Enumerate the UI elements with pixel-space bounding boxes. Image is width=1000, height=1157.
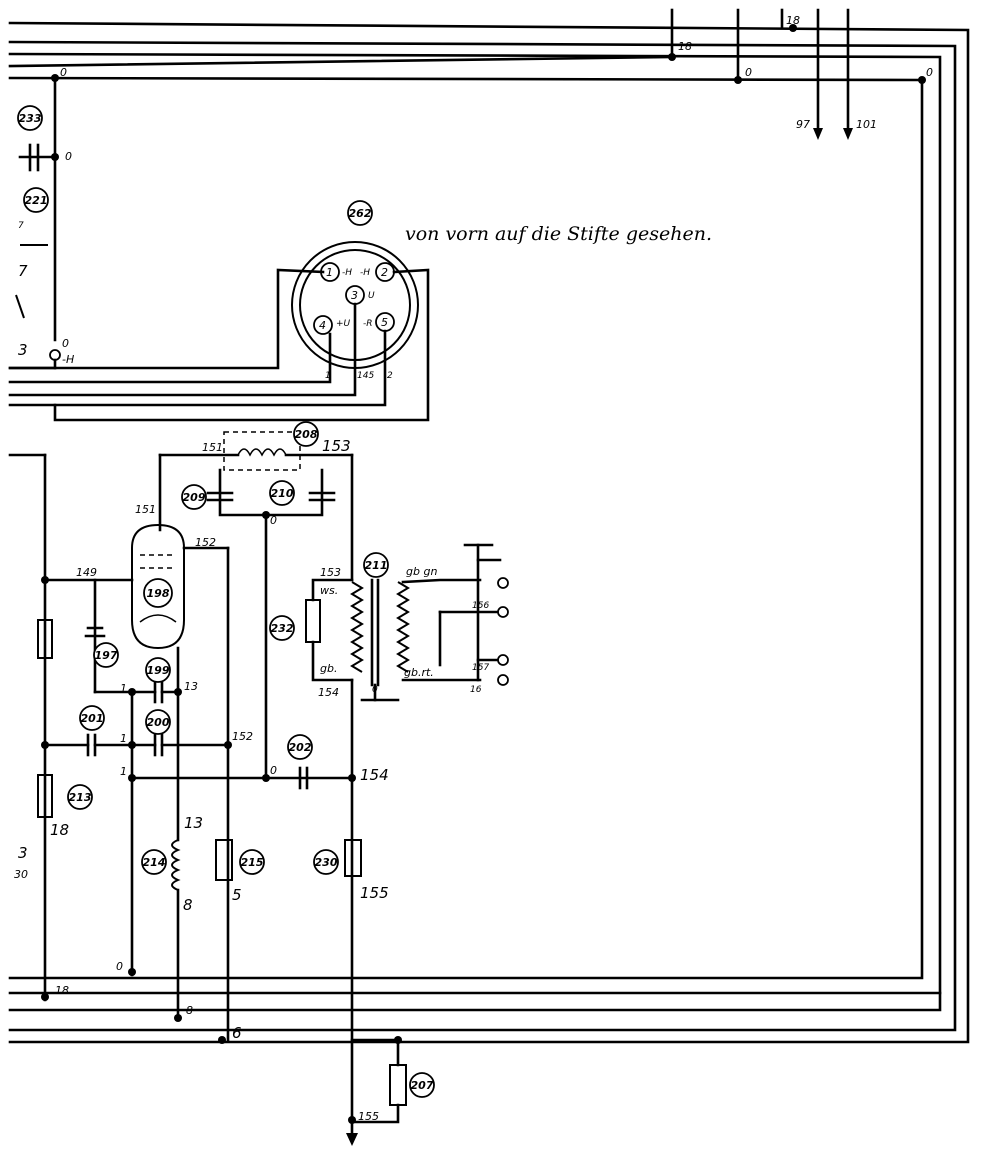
ref-230: 230 xyxy=(315,856,338,869)
ref-214: 214 xyxy=(143,856,166,869)
label-ws: ws. xyxy=(320,584,338,597)
ref-208: 208 xyxy=(295,428,318,441)
ref-201: 201 xyxy=(81,712,104,725)
label-h: -H xyxy=(62,353,74,366)
ref-199: 199 xyxy=(147,664,170,677)
label-5: 5 xyxy=(232,886,242,904)
label-149: 149 xyxy=(76,566,97,579)
ref-232: 232 xyxy=(271,622,294,635)
label-101: 101 xyxy=(856,118,877,131)
label-3a: 3 xyxy=(18,341,28,359)
label-155: 155 xyxy=(360,884,389,902)
pin-mark-2: -H xyxy=(360,268,370,278)
label-157: 157 xyxy=(472,663,489,673)
ref-197: 197 xyxy=(95,649,118,662)
label-154b: 154 xyxy=(360,766,389,784)
label-1-c: 1 xyxy=(120,765,127,778)
label-16: 16 xyxy=(470,685,482,695)
label-7a: 7 xyxy=(18,221,24,231)
pin-4: 4 xyxy=(319,319,326,332)
label-0-f: 0 xyxy=(270,514,277,527)
label-8a: 8 xyxy=(183,896,193,914)
pin-mark-1: -H xyxy=(342,268,352,278)
label-155-bottom: 155 xyxy=(358,1110,379,1123)
socket-pin-labels: 1 2 3 4 5 -H -H U +U -R 1 145 2 xyxy=(319,266,393,381)
pin-mark-4: +U xyxy=(336,319,351,329)
wire-label-1: 1 xyxy=(325,371,331,381)
label-151b: 151 xyxy=(135,503,156,516)
grid-network xyxy=(84,578,354,977)
pin-2: 2 xyxy=(381,266,388,279)
label-1-a: 1 xyxy=(120,682,127,695)
pin-mark-3: U xyxy=(368,291,375,301)
ref-198: 198 xyxy=(147,587,170,600)
reference-labels: 233 221 262 208 209 210 198 197 199 200 … xyxy=(19,112,434,1092)
pin-mark-5: -R xyxy=(363,319,373,329)
label-156: 156 xyxy=(472,601,489,611)
label-0-c: 0 xyxy=(60,66,67,79)
label-18-bottom: 18 xyxy=(55,984,69,997)
choke-and-r215 xyxy=(171,839,233,1044)
left-column xyxy=(8,453,134,1002)
socket-view-note: von vorn auf die Stifte gesehen. xyxy=(405,223,712,245)
label-13-b: 13 xyxy=(184,814,203,832)
label-152a: 152 xyxy=(195,536,216,549)
label-0-g: 0 xyxy=(372,685,378,695)
label-0-bottom: 0 xyxy=(116,960,123,973)
ref-200: 200 xyxy=(147,716,170,729)
label-0-e: 0 xyxy=(62,337,69,350)
tube-socket xyxy=(8,241,430,422)
ref-213: 213 xyxy=(69,791,92,804)
ref-233: 233 xyxy=(19,112,42,125)
label-0-h: 0 xyxy=(270,764,277,777)
label-7b: 7 xyxy=(18,262,28,280)
pin-1: 1 xyxy=(326,266,333,279)
label-0-d: 0 xyxy=(65,150,72,163)
filter-208 xyxy=(158,431,354,782)
bus-frame xyxy=(8,8,970,1044)
reference-circles xyxy=(17,105,435,1098)
label-gbgn: gb gn xyxy=(406,565,437,578)
output-transformer xyxy=(305,543,509,1137)
label-gb: gb. xyxy=(320,662,337,675)
label-18-top: 18 xyxy=(678,40,692,53)
label-18-left: 18 xyxy=(50,821,69,839)
label-97: 97 xyxy=(796,118,810,131)
pin-3: 3 xyxy=(351,289,358,302)
ref-262: 262 xyxy=(349,207,372,220)
wire-label-145: 145 xyxy=(357,371,374,381)
ref-211: 211 xyxy=(365,559,388,572)
wire-label-2: 2 xyxy=(387,371,393,381)
label-3b: 3 xyxy=(18,844,28,862)
pin-5: 5 xyxy=(381,316,388,329)
ref-209: 209 xyxy=(183,491,206,504)
label-gbrt: gb.rt. xyxy=(404,666,434,679)
label-154a: 154 xyxy=(318,686,339,699)
vacuum-tube xyxy=(131,523,230,1042)
label-0-b: 0 xyxy=(926,66,933,79)
ref-215: 215 xyxy=(241,856,264,869)
left-upper-line xyxy=(8,74,61,370)
label-1-b: 1 xyxy=(120,732,127,745)
label-153-top: 153 xyxy=(322,437,351,455)
ref-202: 202 xyxy=(289,741,312,754)
ref-207: 207 xyxy=(411,1079,434,1092)
label-153b: 153 xyxy=(320,566,341,579)
label-30: 30 xyxy=(14,868,28,881)
ref-210: 210 xyxy=(271,487,294,500)
label-13-a: 13 xyxy=(184,680,198,693)
label-8b: 8 xyxy=(186,1004,193,1017)
output-branch xyxy=(344,839,407,1146)
label-152b: 152 xyxy=(232,730,253,743)
label-6: 6 xyxy=(232,1024,242,1042)
label-0-a: 0 xyxy=(745,66,752,79)
ref-221: 221 xyxy=(25,194,48,207)
label-18-right: 18 xyxy=(786,14,800,27)
node-labels: 18 0 0 18 97 101 0 0 7 7 3 0 -H 151 153 … xyxy=(14,14,933,1123)
label-151a: 151 xyxy=(202,441,223,454)
